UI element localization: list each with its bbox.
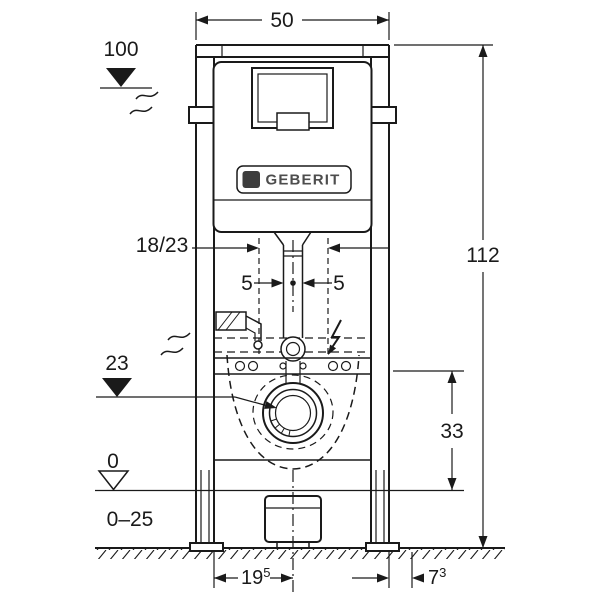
lightning-arrow-icon <box>328 319 342 355</box>
dimension-flush-bend: 18/23 <box>136 234 389 257</box>
drain-socket <box>262 382 324 444</box>
dim-bottom-left-base: 19 <box>241 567 263 589</box>
level-100-label: 100 <box>103 38 138 61</box>
level-marker-filled-triangle <box>102 378 132 397</box>
logo-mark <box>242 171 260 188</box>
arrowhead <box>447 478 457 490</box>
fixing-hole <box>279 362 287 370</box>
break-symbol <box>129 106 153 115</box>
level-marker-23: 23 <box>96 332 277 409</box>
level-marker-filled-triangle <box>106 68 136 87</box>
arrowhead <box>447 371 457 383</box>
level-marker-open-triangle <box>97 470 130 491</box>
dimension-overall-height: 112 <box>394 44 500 548</box>
fixing-hole <box>327 360 339 372</box>
arrowhead <box>214 573 226 583</box>
break-symbol <box>135 91 159 100</box>
dim-bottom-right-label: 73 <box>428 565 446 589</box>
dimension-bottom-left: 195 <box>213 552 293 589</box>
dim-clearance-right-label: 5 <box>333 272 345 295</box>
arrowhead <box>377 15 389 25</box>
adjust-range-label: 0–25 <box>107 508 154 531</box>
dim-top-width-label: 50 <box>270 9 293 32</box>
dimension-top-width: 50 <box>195 9 390 40</box>
fixing-hole <box>299 362 307 370</box>
frame-feet <box>189 470 400 552</box>
level-23-label: 23 <box>105 352 128 375</box>
flush-valve <box>276 112 310 131</box>
dimension-outlet-height: 33 <box>393 370 464 490</box>
arrowhead <box>478 45 488 57</box>
arrowhead <box>478 536 488 548</box>
water-supply-connection <box>215 311 263 350</box>
level-marker-100: 100 <box>100 38 159 115</box>
dim-outlet-height-label: 33 <box>440 420 463 443</box>
level-0-label: 0 <box>107 450 119 473</box>
pan-outline <box>214 337 371 470</box>
dimension-bottom-right: 73 <box>352 552 446 589</box>
top-crossbar <box>196 44 389 58</box>
geberit-logo-text: GEBERIT <box>265 172 340 189</box>
fixing-hole <box>234 360 246 372</box>
dim-overall-height-label: 112 <box>466 244 499 267</box>
adjust-range: 0–25 <box>107 508 154 531</box>
arrowhead <box>377 573 389 583</box>
level-marker-0: 0 <box>97 450 130 491</box>
break-symbol <box>160 347 184 356</box>
dim-flush-bend-label: 18/23 <box>136 234 189 257</box>
dim-bottom-left-sup: 5 <box>263 565 270 580</box>
arrowhead <box>271 278 284 288</box>
arrowhead <box>328 344 337 355</box>
arrowhead <box>328 243 340 253</box>
geberit-logo: GEBERIT <box>236 165 352 194</box>
arrowhead <box>302 278 315 288</box>
arrowhead <box>196 15 208 25</box>
center-dot <box>290 280 296 286</box>
fixing-plate <box>214 357 371 375</box>
arrowhead <box>412 573 424 583</box>
foot-plate-left <box>189 542 224 552</box>
ground-line <box>95 547 505 559</box>
arrowhead <box>247 243 259 253</box>
pipe-elbow <box>280 336 306 362</box>
foot-plate-right <box>365 542 400 552</box>
ground-hatch <box>95 549 505 559</box>
break-symbol <box>167 332 191 341</box>
dim-clearance-left-label: 5 <box>241 272 253 295</box>
arrowhead <box>281 573 293 583</box>
arrowhead <box>264 401 277 409</box>
center-axis-line <box>290 240 296 592</box>
fixing-hole <box>247 360 259 372</box>
dim-bottom-right-base: 7 <box>428 567 439 589</box>
dim-bottom-right-sup: 3 <box>439 565 446 580</box>
fixing-hole <box>340 360 352 372</box>
dim-bottom-left-label: 195 <box>241 565 270 589</box>
cistern: GEBERIT <box>212 61 373 233</box>
dimension-pipe-clearance: 5 5 <box>241 272 345 295</box>
